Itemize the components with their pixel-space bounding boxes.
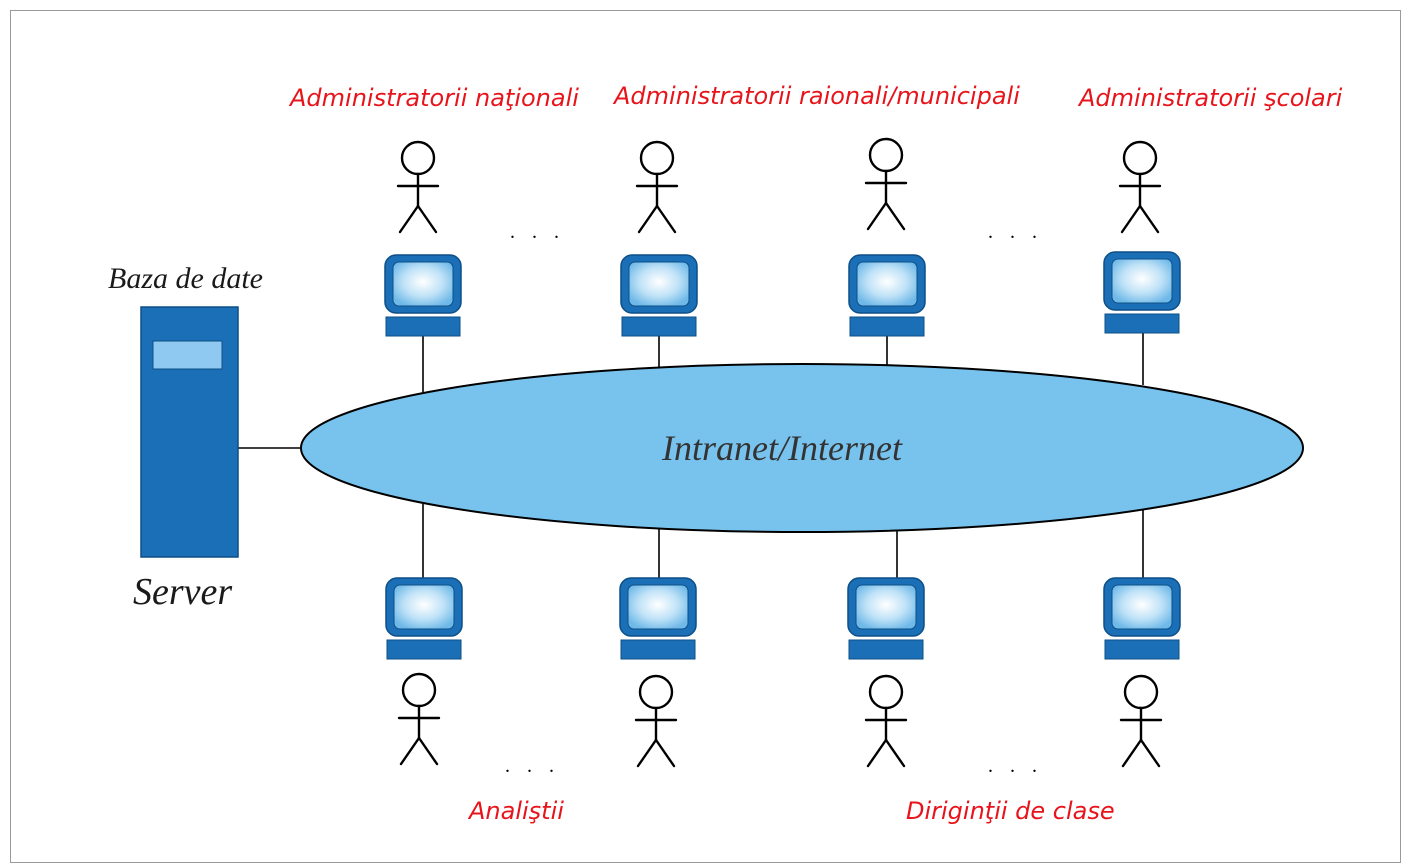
computer-monitor-icon-bottom-4 [1103, 577, 1181, 660]
ellipsis-top-right: . . . [988, 221, 1043, 243]
stick-figure-icon-top-3 [864, 137, 908, 231]
role-label-school-admins: Administratorii şcolari [1079, 84, 1343, 112]
stick-figure-icon-top-4 [1118, 140, 1162, 234]
computer-monitor-icon-bottom-2 [619, 577, 697, 660]
stick-figure-icon-bottom-3 [864, 674, 908, 768]
ellipsis-top-left: . . . [510, 221, 565, 243]
diagram-frame [10, 10, 1401, 863]
stick-figure-icon-top-1 [396, 140, 440, 234]
stick-figure-icon-bottom-4 [1119, 674, 1163, 768]
network-cloud [300, 363, 1304, 533]
ellipsis-bottom-right: . . . [988, 755, 1043, 777]
role-label-district-admins: Administratorii raionali/municipali [614, 82, 1020, 110]
database-label: Baza de date [108, 262, 263, 295]
server-tower-icon [140, 306, 239, 558]
computer-monitor-icon-bottom-1 [385, 577, 463, 660]
role-label-national-admins: Administratorii naţionali [290, 84, 579, 112]
role-label-analysts: Analiştii [469, 797, 564, 825]
server-label: Server [133, 571, 233, 613]
role-label-class-masters: Diriginţii de clase [906, 797, 1115, 825]
computer-monitor-icon-top-2 [620, 254, 698, 337]
computer-monitor-icon-top-4 [1103, 251, 1181, 334]
computer-monitor-icon-bottom-3 [847, 577, 925, 660]
stick-figure-icon-bottom-1 [397, 672, 441, 766]
computer-monitor-icon-top-1 [384, 254, 462, 337]
network-label: Intranet/Internet [661, 428, 903, 468]
computer-monitor-icon-top-3 [848, 254, 926, 337]
stick-figure-icon-top-2 [635, 140, 679, 234]
ellipsis-bottom-left: . . . [505, 755, 560, 777]
stick-figure-icon-bottom-2 [634, 674, 678, 768]
connection-lines [238, 332, 1144, 580]
